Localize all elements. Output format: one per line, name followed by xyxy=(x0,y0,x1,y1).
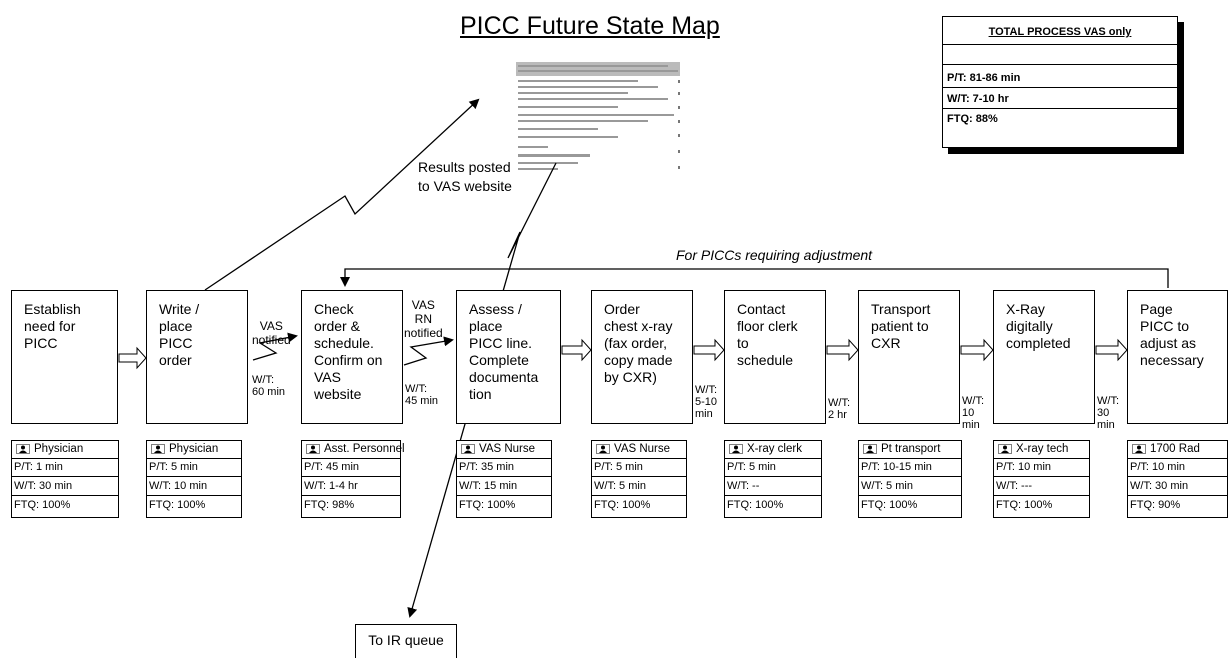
step-process-time: P/T: 5 min xyxy=(592,459,686,477)
step-data-box: VAS Nurse P/T: 5 min W/T: 5 min FTQ: 100… xyxy=(591,440,687,518)
step-wait-time: W/T: 15 min xyxy=(457,478,551,496)
process-step-write-order: Write / place PICC order xyxy=(146,290,248,424)
process-step-order-xray: Order chest x-ray (fax order, copy made … xyxy=(591,290,693,424)
push-arrow xyxy=(1095,338,1128,362)
person-icon xyxy=(596,444,610,454)
process-step-xray-completed: X-Ray digitally completed xyxy=(993,290,1095,424)
step-wait-time: W/T: 30 min xyxy=(12,478,118,496)
person-icon xyxy=(306,444,320,454)
vas-website-thumbnail xyxy=(516,62,680,170)
step-role: Pt transport xyxy=(859,441,961,459)
step-process-time: P/T: 10-15 min xyxy=(859,459,961,477)
wait-time-label: W/T: 5-10 min xyxy=(695,384,718,420)
person-icon xyxy=(151,444,165,454)
feedback-loop-line xyxy=(340,268,1169,288)
step-process-time: P/T: 5 min xyxy=(725,459,821,477)
step-role: Physician xyxy=(12,441,118,459)
step-data-box: X-ray clerk P/T: 5 min W/T: -- FTQ: 100% xyxy=(724,440,822,518)
person-icon xyxy=(863,444,877,454)
step-ftq: FTQ: 100% xyxy=(727,499,784,511)
step-role: VAS Nurse xyxy=(457,441,551,459)
divider xyxy=(943,87,1177,88)
step-role: 1700 Rad xyxy=(1128,441,1227,459)
person-icon xyxy=(461,444,475,454)
process-step-check-order: Check order & schedule. Confirm on VAS w… xyxy=(301,290,403,424)
step-process-time: P/T: 5 min xyxy=(147,459,241,477)
step-wait-time: W/T: 5 min xyxy=(859,478,961,496)
person-icon xyxy=(729,444,743,454)
step-data-box: 1700 Rad P/T: 10 min W/T: 30 min FTQ: 90… xyxy=(1127,440,1228,518)
process-step-assess-place: Assess / place PICC line. Complete docum… xyxy=(456,290,561,424)
push-arrow xyxy=(118,346,147,370)
step-process-time: P/T: 10 min xyxy=(994,459,1089,477)
wait-time-label: W/T: 30 min xyxy=(1097,395,1119,431)
step-wait-time: W/T: 30 min xyxy=(1128,478,1227,496)
person-icon xyxy=(1132,444,1146,454)
vas-rn-notified-label: VAS RN notified xyxy=(404,298,443,340)
step-ftq: FTQ: 98% xyxy=(304,499,355,511)
page-title: PICC Future State Map xyxy=(460,12,720,40)
notification-arrow xyxy=(403,336,454,366)
process-step-page-picc: Page PICC to adjust as necessary xyxy=(1127,290,1228,424)
step-wait-time: W/T: 5 min xyxy=(592,478,686,496)
step-ftq: FTQ: 100% xyxy=(996,499,1053,511)
step-data-box: Pt transport P/T: 10-15 min W/T: 5 min F… xyxy=(858,440,962,518)
divider xyxy=(943,64,1177,65)
wait-time-label: W/T: 2 hr xyxy=(828,397,850,421)
step-role: X-ray clerk xyxy=(725,441,821,459)
wait-time-label: W/T: 10 min xyxy=(962,395,984,431)
summary-ftq: FTQ: 88% xyxy=(947,113,998,125)
push-arrow xyxy=(693,338,725,362)
step-process-time: P/T: 10 min xyxy=(1128,459,1227,477)
person-icon xyxy=(998,444,1012,454)
step-ftq: FTQ: 100% xyxy=(861,499,918,511)
step-role: Physician xyxy=(147,441,241,459)
step-wait-time: W/T: --- xyxy=(994,478,1089,496)
push-arrow xyxy=(960,338,994,362)
summary-wt: W/T: 7-10 hr xyxy=(947,93,1009,105)
results-posted-label: Results posted to VAS website xyxy=(418,159,512,194)
step-data-box: Asst. Personnel P/T: 45 min W/T: 1-4 hr … xyxy=(301,440,405,518)
wait-time-label: W/T: 45 min xyxy=(405,383,439,407)
step-ftq: FTQ: 100% xyxy=(149,499,206,511)
ir-queue-box: To IR queue xyxy=(355,624,457,658)
step-role: VAS Nurse xyxy=(592,441,686,459)
step-process-time: P/T: 45 min xyxy=(302,459,400,477)
wait-time-label: W/T: 60 min xyxy=(252,374,286,398)
step-data-box: Physician P/T: 5 min W/T: 10 min FTQ: 10… xyxy=(146,440,242,518)
adjustment-loop-label: For PICCs requiring adjustment xyxy=(676,247,873,263)
step-role: X-ray tech xyxy=(994,441,1089,459)
push-arrow xyxy=(826,338,859,362)
step-data-box: X-ray tech P/T: 10 min W/T: --- FTQ: 100… xyxy=(993,440,1090,518)
summary-heading: TOTAL PROCESS VAS only xyxy=(988,26,1132,38)
step-ftq: FTQ: 100% xyxy=(594,499,651,511)
divider xyxy=(943,108,1177,109)
total-process-summary: TOTAL PROCESS VAS only P/T: 81-86 min W/… xyxy=(942,16,1178,148)
summary-pt: P/T: 81-86 min xyxy=(947,72,1021,84)
divider xyxy=(943,44,1177,45)
step-data-box: VAS Nurse P/T: 35 min W/T: 15 min FTQ: 1… xyxy=(456,440,552,518)
step-data-box: Physician P/T: 1 min W/T: 30 min FTQ: 10… xyxy=(11,440,119,518)
push-arrow xyxy=(561,338,592,362)
step-ftq: FTQ: 100% xyxy=(14,499,71,511)
step-wait-time: W/T: 1-4 hr xyxy=(302,478,400,496)
step-process-time: P/T: 35 min xyxy=(457,459,551,477)
step-wait-time: W/T: 10 min xyxy=(147,478,241,496)
process-step-transport: Transport patient to CXR xyxy=(858,290,960,424)
process-step-establish-need: Establish need for PICC xyxy=(11,290,118,424)
process-step-contact-clerk: Contact floor clerk to schedule xyxy=(724,290,826,424)
vas-notified-label: VAS notified xyxy=(252,319,291,347)
step-role: Asst. Personnel xyxy=(302,441,405,459)
person-icon xyxy=(16,444,30,454)
step-ftq: FTQ: 100% xyxy=(459,499,516,511)
step-process-time: P/T: 1 min xyxy=(12,459,118,477)
step-wait-time: W/T: -- xyxy=(725,478,821,496)
step-ftq: FTQ: 90% xyxy=(1130,499,1181,511)
